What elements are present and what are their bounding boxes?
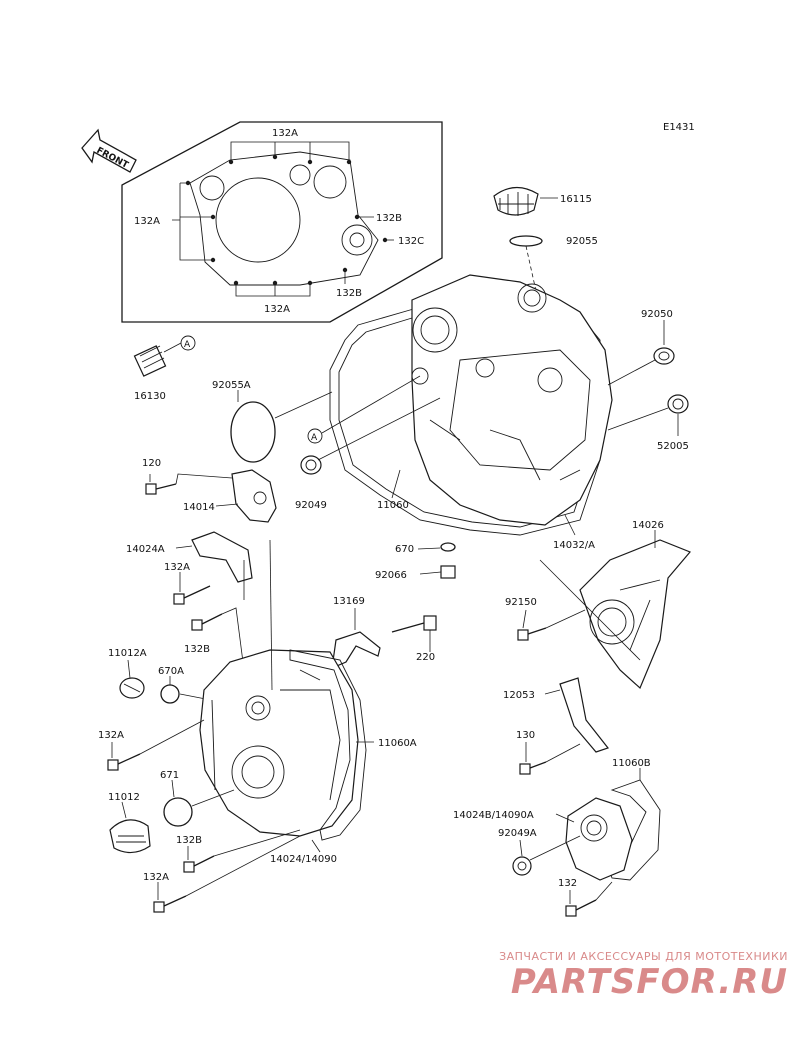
callout-16115: 16115 xyxy=(560,194,592,205)
callout-92055A: 92055A xyxy=(212,380,251,391)
front-marker-label: FRONT xyxy=(95,146,131,171)
bracket-14024A xyxy=(191,531,253,583)
callout-11060B: 11060B xyxy=(612,758,651,769)
callout-132B-lower: 132B xyxy=(336,288,362,299)
crankcase-cover-14032A xyxy=(411,274,613,526)
o-ring-92055A xyxy=(230,401,276,463)
gasket-11060A xyxy=(289,649,367,841)
callout-13169: 13169 xyxy=(333,596,365,607)
ref-A-1: A xyxy=(184,340,191,350)
callout-52005: 52005 xyxy=(657,441,689,452)
ref-circle-A-2 xyxy=(307,428,323,444)
callout-132A-lowleft: 132A xyxy=(98,730,124,741)
cap-11012A xyxy=(119,677,145,699)
callout-92150: 92150 xyxy=(505,597,537,608)
gasket-11060B xyxy=(605,779,661,881)
sprocket-cover-14026 xyxy=(579,539,691,690)
bolt-220 xyxy=(391,615,437,633)
callout-132A-top: 132A xyxy=(272,128,298,139)
callout-11012A: 11012A xyxy=(108,648,147,659)
callout-14032A: 14032/A xyxy=(553,540,595,551)
callout-14024-14090: 14024/14090 xyxy=(270,854,337,865)
clutch-cover-14024-14090 xyxy=(199,649,359,837)
bolt-130 xyxy=(519,761,547,775)
watermark-logo: PARTSFOR.RU xyxy=(510,962,788,1002)
bolt-pattern-inset xyxy=(121,121,443,323)
oil-filler-cap xyxy=(493,186,539,216)
callout-14024B-14090A: 14024B/14090A xyxy=(453,810,534,821)
o-ring-670A xyxy=(160,684,180,704)
callout-14014: 14014 xyxy=(183,502,215,513)
cap-11012 xyxy=(109,819,151,854)
diagram-code: E1431 xyxy=(663,122,695,133)
callout-11012: 11012 xyxy=(108,792,140,803)
callout-11060: 11060 xyxy=(377,500,409,511)
seal-52005 xyxy=(667,394,689,414)
bolt-120 xyxy=(145,483,177,495)
bolt-132A-mid xyxy=(173,585,211,605)
callout-120: 120 xyxy=(142,458,161,469)
callout-220: 220 xyxy=(416,652,435,663)
o-ring-92055 xyxy=(509,235,543,247)
callout-92066: 92066 xyxy=(375,570,407,581)
o-ring-670 xyxy=(440,542,456,552)
cover-14024B-14090A xyxy=(565,797,633,881)
bolt-132B-mid xyxy=(191,613,223,631)
bolt-132B-bottom xyxy=(183,855,215,873)
callout-92049A: 92049A xyxy=(498,828,537,839)
guide-12053 xyxy=(559,677,609,753)
callout-132B-mid: 132B xyxy=(184,644,210,655)
callout-16130: 16130 xyxy=(134,391,166,402)
callout-670: 670 xyxy=(395,544,414,555)
drain-plug-92066 xyxy=(440,565,456,579)
bolt-132A-bottom2 xyxy=(153,895,187,913)
bolt-132A-lowleft xyxy=(107,753,141,771)
bolt-132 xyxy=(565,899,597,917)
front-arrow-icon: FRONT xyxy=(81,128,137,173)
callout-132A-left: 132A xyxy=(134,216,160,227)
callout-14024A: 14024A xyxy=(126,544,165,555)
watermark-tagline: ЗАПЧАСТИ И АКСЕССУАРЫ ДЛЯ МОТОТЕХНИКИ xyxy=(499,950,788,963)
callout-132A-bottom2: 132A xyxy=(143,872,169,883)
callout-92050: 92050 xyxy=(641,309,673,320)
callout-12053: 12053 xyxy=(503,690,535,701)
callout-92049: 92049 xyxy=(295,500,327,511)
callout-132: 132 xyxy=(558,878,577,889)
callout-132C: 132C xyxy=(398,236,424,247)
plug-16130 xyxy=(133,345,167,377)
callout-132A-mid: 132A xyxy=(164,562,190,573)
callout-14026: 14026 xyxy=(632,520,664,531)
seal-92049A xyxy=(512,856,532,876)
callout-92055: 92055 xyxy=(566,236,598,247)
bolt-92150 xyxy=(517,627,547,641)
oil-seal-92050 xyxy=(653,347,675,365)
callout-670A: 670A xyxy=(158,666,184,677)
seal-92049 xyxy=(300,455,322,475)
lever-13169 xyxy=(331,631,381,669)
callout-132A-bottom: 132A xyxy=(264,304,290,315)
cover-plate-14014 xyxy=(231,469,277,523)
callout-132B-bottom: 132B xyxy=(176,835,202,846)
callout-671: 671 xyxy=(160,770,179,781)
callout-130: 130 xyxy=(516,730,535,741)
callout-11060A: 11060A xyxy=(378,738,417,749)
ref-A-2: A xyxy=(311,433,318,443)
o-ring-671 xyxy=(163,797,193,827)
callout-132B-right: 132B xyxy=(376,213,402,224)
